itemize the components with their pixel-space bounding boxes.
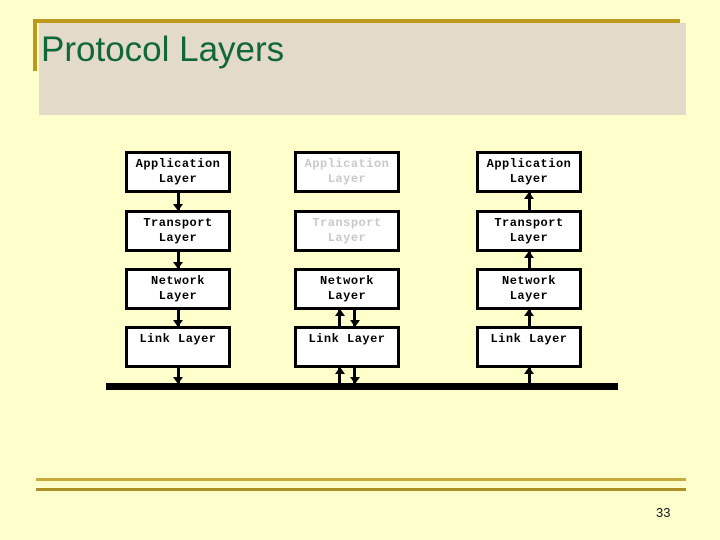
arrow-slot	[125, 193, 231, 210]
protocol-stack-middle: Application Layer Transport Layer Networ…	[294, 151, 400, 391]
down-arrow-icon	[176, 310, 180, 326]
up-arrow-icon	[527, 193, 531, 210]
arrow-slot	[125, 368, 231, 383]
network-layer-box: Network Layer	[294, 268, 400, 310]
up-arrow-icon	[527, 252, 531, 268]
slide-title: Protocol Layers	[41, 30, 285, 69]
up-arrow-icon	[527, 310, 531, 326]
application-layer-box: Application Layer	[125, 151, 231, 193]
link-layer-box: Link Layer	[294, 326, 400, 368]
up-arrow-icon	[338, 310, 341, 326]
arrow-slot	[294, 310, 400, 326]
transport-layer-box: Transport Layer	[125, 210, 231, 252]
application-layer-box: Application Layer	[476, 151, 582, 193]
arrow-slot	[294, 252, 400, 268]
arrow-slot	[476, 252, 582, 268]
title-panel	[39, 23, 686, 115]
link-layer-box: Link Layer	[125, 326, 231, 368]
page-number: 33	[656, 505, 671, 520]
arrow-slot	[476, 368, 582, 383]
up-arrow-icon	[527, 368, 531, 383]
up-arrow-icon	[338, 368, 341, 383]
protocol-stack-left: Application Layer Transport Layer Networ…	[125, 151, 231, 391]
footer-rule-bottom	[36, 488, 686, 491]
footer-rule-top	[36, 478, 686, 481]
arrow-slot	[476, 310, 582, 326]
arrow-slot	[476, 193, 582, 210]
down-arrow-icon	[176, 368, 180, 383]
down-arrow-icon	[176, 252, 180, 268]
down-arrow-icon	[176, 193, 180, 210]
application-layer-box: Application Layer	[294, 151, 400, 193]
arrow-slot	[294, 193, 400, 210]
transport-layer-box: Transport Layer	[476, 210, 582, 252]
physical-medium-bus-line	[106, 383, 618, 390]
arrow-slot	[125, 310, 231, 326]
arrow-slot	[125, 252, 231, 268]
transport-layer-box: Transport Layer	[294, 210, 400, 252]
title-left-accent-bar	[33, 19, 37, 71]
down-arrow-icon	[353, 368, 356, 383]
down-arrow-icon	[353, 310, 356, 326]
arrow-slot	[294, 368, 400, 383]
network-layer-box: Network Layer	[476, 268, 582, 310]
title-top-accent-bar	[35, 19, 680, 23]
link-layer-box: Link Layer	[476, 326, 582, 368]
protocol-stack-right: Application Layer Transport Layer Networ…	[476, 151, 582, 391]
network-layer-box: Network Layer	[125, 268, 231, 310]
